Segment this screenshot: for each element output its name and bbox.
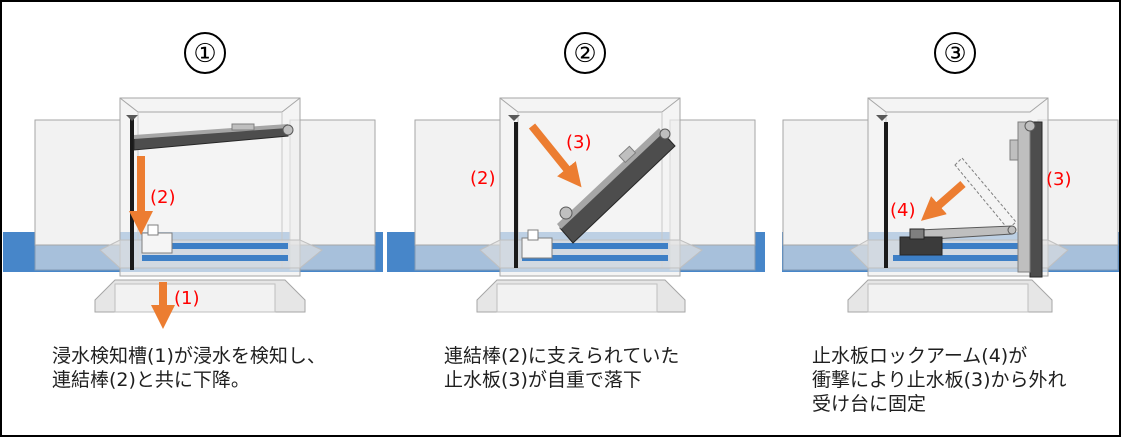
label-arm: (4) (890, 200, 916, 221)
arm-old-position (954, 157, 1017, 230)
left-chamber (782, 119, 869, 246)
caption-step-1: 浸水検知槽(1)が浸水を検知し、 連結棒(2)と共に下降。 (52, 345, 326, 391)
panel-3: ③ (4) (3) (782, 32, 1119, 313)
label-plate: (3) (1046, 169, 1072, 190)
right-chamber (669, 119, 756, 246)
label-plate: (3) (566, 132, 592, 153)
rod (514, 122, 518, 268)
right-chamber (289, 119, 376, 246)
caption-step-2: 連結棒(2)に支えられていた 止水板(3)が自重で落下 (444, 345, 680, 391)
step-number: ③ (943, 39, 966, 69)
label-detector: (1) (174, 288, 200, 309)
step-number: ② (573, 39, 596, 69)
rod (130, 118, 134, 270)
step-circle (564, 32, 606, 74)
label-rod: (2) (470, 168, 496, 189)
panel-2: ② (3) (2) (387, 32, 765, 313)
panel-1: ① (2) (1) (3, 32, 383, 329)
caption-step-3: 止水板ロックアーム(4)が 衝撃により止水板(3)から外れ 受け台に固定 (812, 345, 1067, 415)
step-circle (184, 32, 226, 74)
receiver (899, 236, 943, 256)
rod (884, 122, 888, 268)
detector (141, 232, 173, 254)
detector (521, 237, 553, 259)
left-chamber (414, 119, 501, 246)
label-rod: (2) (150, 187, 176, 208)
step-number: ① (193, 39, 216, 69)
step-circle (934, 32, 976, 74)
arrow-plate-fall (528, 123, 582, 188)
left-chamber (34, 119, 121, 246)
plate (1029, 121, 1043, 278)
arrow-arm (920, 180, 966, 221)
